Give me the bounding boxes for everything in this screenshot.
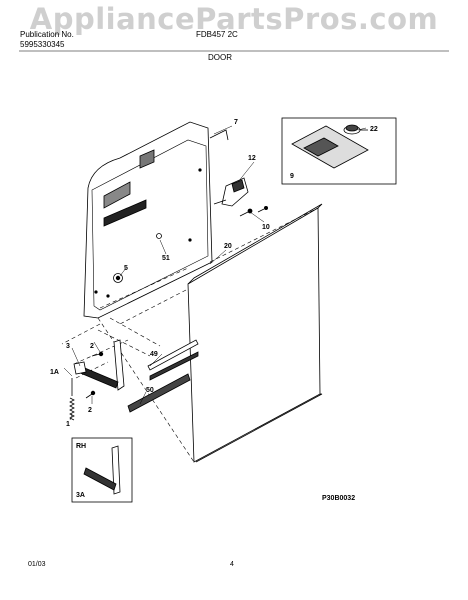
hinge-inset-3a bbox=[71, 437, 133, 503]
hinge-screws-2 bbox=[85, 351, 104, 399]
footer-date: 01/03 bbox=[28, 561, 46, 568]
callout-12: 12 bbox=[248, 155, 256, 162]
leader-lines bbox=[63, 125, 367, 421]
diagram-code: P30B0032 bbox=[322, 495, 355, 502]
hinge-arm-3 bbox=[73, 339, 125, 391]
inner-door-panel bbox=[83, 121, 229, 319]
callout-5: 5 bbox=[124, 265, 128, 272]
callout-1: 1 bbox=[66, 421, 70, 428]
callout-20: 20 bbox=[224, 243, 232, 250]
hinge-spring-1 bbox=[69, 378, 75, 421]
publication-label: Publication No. bbox=[20, 30, 74, 39]
callout-22: 22 bbox=[370, 126, 378, 133]
callout-50: 50 bbox=[146, 387, 154, 394]
site-watermark: AppliancePartsPros.com bbox=[29, 2, 439, 36]
inset-rh-label: RH bbox=[76, 443, 86, 450]
callout-3a: 3A bbox=[76, 492, 85, 499]
model-number: FDB457 2C bbox=[196, 30, 238, 39]
callout-9: 9 bbox=[290, 173, 294, 180]
callout-49: 49 bbox=[150, 351, 158, 358]
callout-10: 10 bbox=[262, 224, 270, 231]
callout-3: 3 bbox=[66, 343, 70, 350]
publication-number: 5995330345 bbox=[20, 40, 65, 49]
section-title: DOOR bbox=[208, 53, 232, 62]
screws-10 bbox=[239, 205, 268, 217]
dispenser-assembly-inset bbox=[281, 117, 397, 185]
callout-7: 7 bbox=[234, 119, 238, 126]
callout-1a: 1A bbox=[50, 369, 59, 376]
footer-page-number: 4 bbox=[230, 561, 234, 568]
callout-2-lower: 2 bbox=[88, 407, 92, 414]
callout-2-upper: 2 bbox=[90, 343, 94, 350]
outer-door-panel-20 bbox=[187, 203, 323, 463]
door-seal-strips bbox=[127, 339, 199, 413]
callout-51: 51 bbox=[162, 255, 170, 262]
dispenser-latch-12 bbox=[213, 177, 249, 207]
